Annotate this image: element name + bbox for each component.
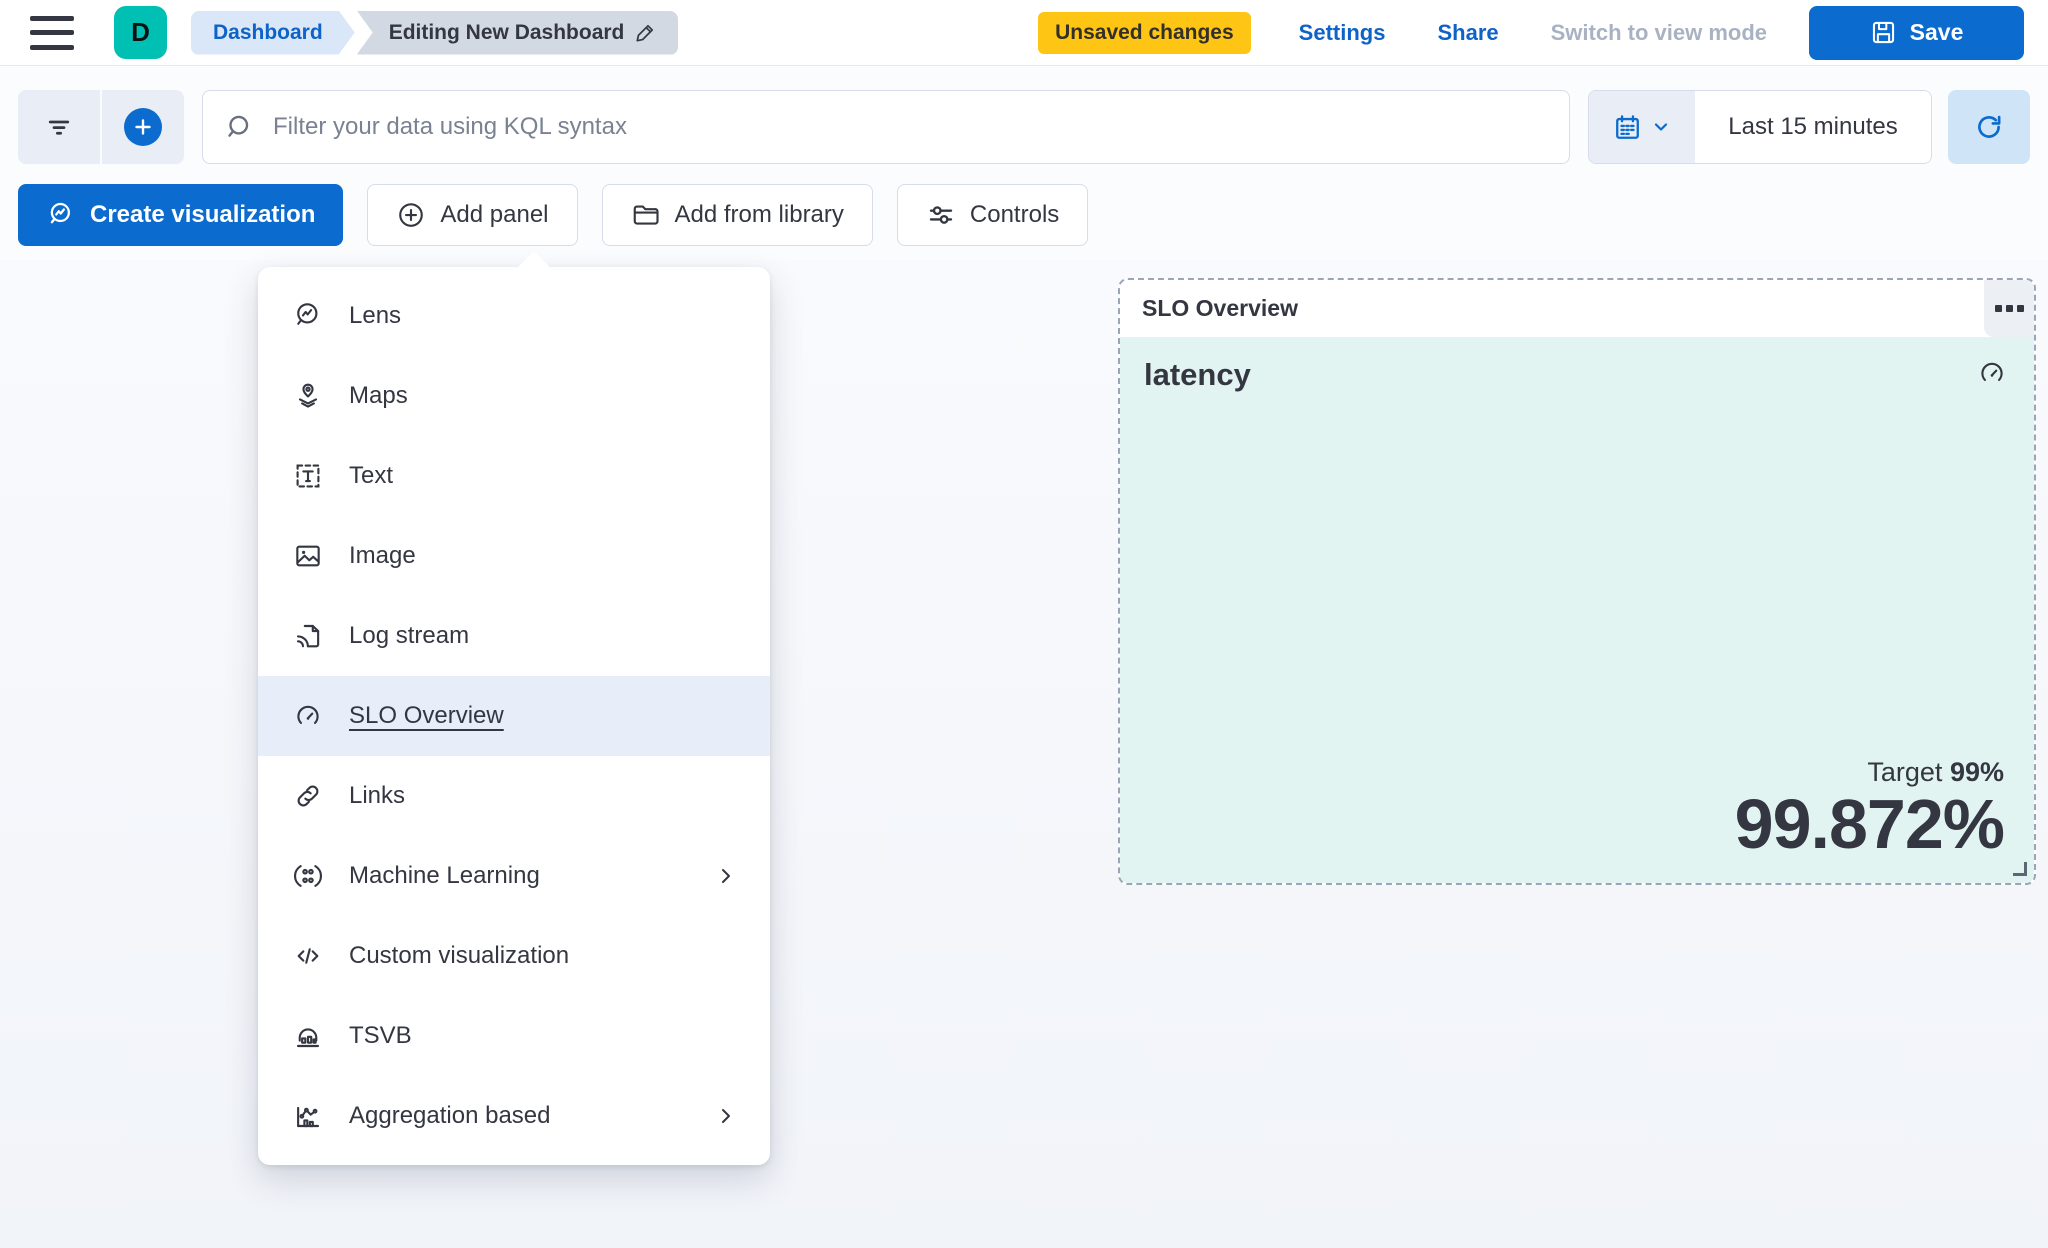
plus-circle-icon <box>124 108 162 146</box>
add-panel-button[interactable]: Add panel <box>367 184 578 246</box>
menu-item-aggregation-based[interactable]: Aggregation based <box>258 1076 770 1156</box>
lens-icon <box>50 202 71 224</box>
target-value: 99% <box>1949 757 2004 788</box>
boxes-horizontal-icon <box>1994 305 2002 312</box>
menu-item-log-stream[interactable]: Log stream <box>258 596 770 676</box>
menu-item-machine-learning[interactable]: Machine Learning <box>258 836 770 916</box>
controls-button[interactable]: Controls <box>896 184 1089 246</box>
time-range-value[interactable]: Last 15 minutes <box>1695 91 1931 163</box>
filter-icon <box>48 120 70 135</box>
menu-item-slo-overview[interactable]: SLO Overview <box>258 676 770 756</box>
breadcrumb: Dashboard Editing New Dashboard <box>191 10 679 55</box>
refresh-icon <box>1978 115 2001 138</box>
menu-item-tsvb[interactable]: TSVB <box>258 996 770 1076</box>
chevron-right-icon <box>722 1109 730 1123</box>
settings-link[interactable]: Settings <box>1298 19 1386 45</box>
folder-icon <box>633 205 659 225</box>
slo-metrics: Target 99% 99.872% <box>1734 757 2005 864</box>
panel-resize-handle[interactable] <box>2013 862 2027 876</box>
panel-header: SLO Overview <box>1120 280 2034 337</box>
maps-icon <box>298 383 318 408</box>
share-link[interactable]: Share <box>1437 19 1499 45</box>
save-button[interactable]: Save <box>1809 5 2024 60</box>
target-label: Target <box>1867 757 1943 788</box>
text-icon <box>296 464 320 488</box>
menu-item-custom-visualization[interactable]: Custom visualization <box>258 916 770 996</box>
plus-in-circle-icon <box>399 203 424 227</box>
space-avatar[interactable]: D <box>114 6 167 59</box>
unsaved-changes-badge: Unsaved changes <box>1038 11 1251 54</box>
slo-overview-panel[interactable]: SLO Overview latency Target 99% 99.872% <box>1118 278 2036 885</box>
create-visualization-button[interactable]: Create visualization <box>18 184 344 246</box>
image-icon <box>296 545 320 567</box>
search-icon <box>228 115 249 137</box>
chevron-down-icon <box>1654 123 1668 131</box>
filter-group <box>18 90 184 164</box>
slo-name: latency <box>1144 357 1251 392</box>
query-section: Last 15 minutes Create visualization Add… <box>0 66 2048 260</box>
calendar-icon <box>1616 114 1639 139</box>
breadcrumb-current-page[interactable]: Editing New Dashboard <box>356 10 679 55</box>
menu-item-lens[interactable]: Lens <box>258 276 770 356</box>
edit-pencil-icon <box>636 24 654 42</box>
log-stream-icon <box>296 624 320 648</box>
add-panel-menu: Lens Maps Text Image <box>258 251 770 1165</box>
refresh-button[interactable] <box>1948 90 2030 164</box>
chevron-right-icon <box>722 869 730 883</box>
dashboard-canvas: Lens Maps Text Image <box>0 251 2048 1248</box>
code-icon <box>297 948 319 964</box>
top-navbar: D Dashboard Editing New Dashboard Unsave… <box>0 0 2048 66</box>
slo-panel-body: latency Target 99% 99.872% <box>1120 337 2034 883</box>
menu-hamburger-icon[interactable] <box>30 15 74 50</box>
add-from-library-button[interactable]: Add from library <box>601 184 873 246</box>
gauge-icon <box>1981 362 2003 381</box>
breadcrumb-dashboard[interactable]: Dashboard <box>191 11 355 55</box>
panel-title: SLO Overview <box>1142 295 1298 321</box>
lens-icon <box>297 303 318 325</box>
menu-item-image[interactable]: Image <box>258 516 770 596</box>
menu-item-maps[interactable]: Maps <box>258 356 770 436</box>
time-range-picker: Last 15 minutes <box>1588 90 1932 164</box>
sliders-icon <box>929 206 953 224</box>
tsvb-icon <box>296 1028 320 1048</box>
panel-options-button[interactable] <box>1984 280 2034 337</box>
gauge-icon <box>297 705 319 724</box>
filter-menu-button[interactable] <box>18 90 100 164</box>
calendar-menu-button[interactable] <box>1589 91 1695 163</box>
search-input[interactable] <box>273 113 1547 141</box>
link-icon <box>297 785 319 807</box>
save-floppy-icon <box>1872 21 1894 44</box>
switch-to-view-mode-link[interactable]: Switch to view mode <box>1550 19 1767 45</box>
add-filter-button[interactable] <box>102 90 184 164</box>
kql-search-bar <box>202 90 1570 164</box>
menu-item-text[interactable]: Text <box>258 436 770 516</box>
machine-learning-icon <box>294 865 322 887</box>
slo-value: 99.872% <box>1734 785 2005 864</box>
aggregation-icon <box>297 1106 320 1128</box>
menu-item-links[interactable]: Links <box>258 756 770 836</box>
